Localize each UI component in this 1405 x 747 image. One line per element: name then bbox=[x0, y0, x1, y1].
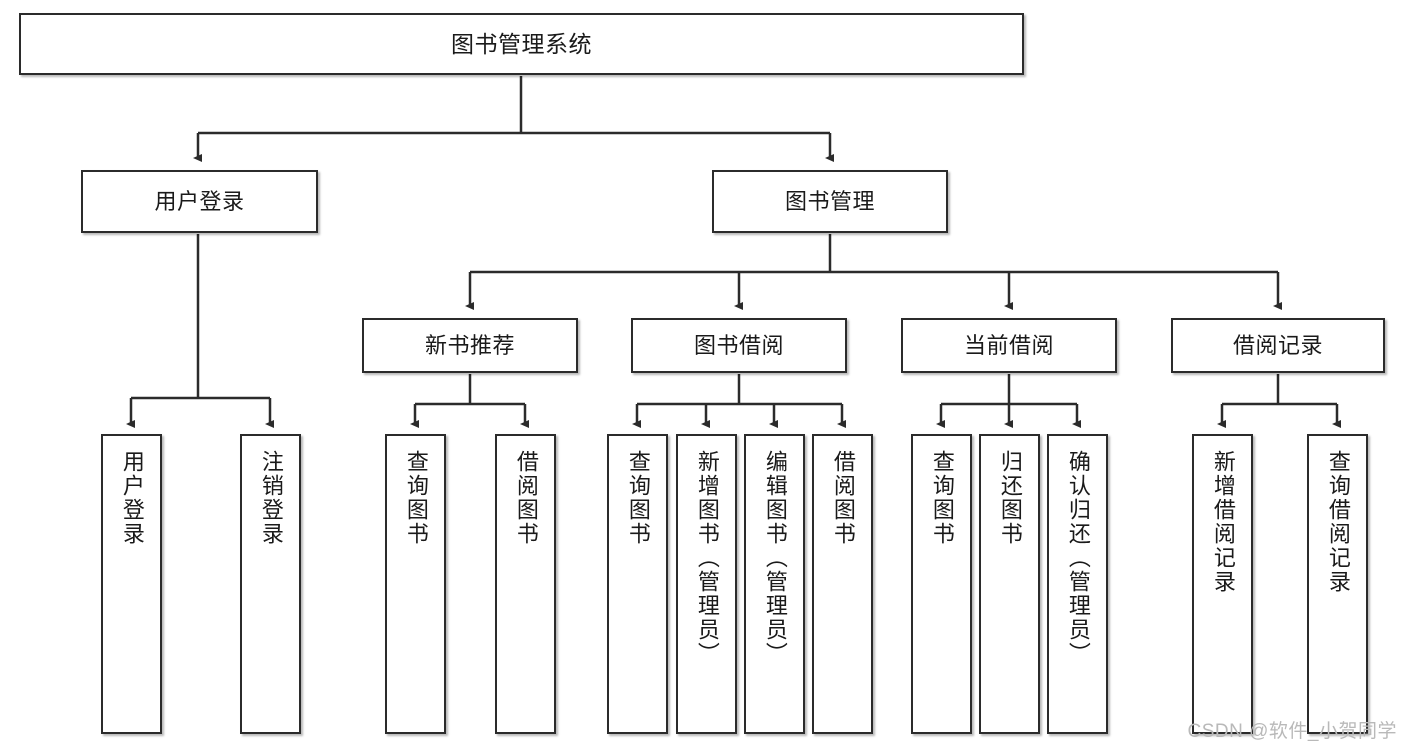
leaf-query-book-borrow[interactable]: 查询图书 bbox=[607, 434, 668, 734]
leaf-query-borrow-record[interactable]: 查询借阅记录 bbox=[1307, 434, 1368, 734]
leaf-confirm-return-admin[interactable]: 确认归还（管理员） bbox=[1047, 434, 1108, 734]
node-label: 编辑图书（管理员） bbox=[762, 450, 788, 666]
node-new-book-recommend[interactable]: 新书推荐 bbox=[362, 318, 578, 373]
node-book-borrow[interactable]: 图书借阅 bbox=[631, 318, 847, 373]
node-label: 图书管理 bbox=[784, 188, 875, 214]
node-label: 当前借阅 bbox=[963, 332, 1054, 358]
watermark-text: CSDN @软件_小贺同学 bbox=[1187, 721, 1397, 742]
node-label: 借阅图书 bbox=[513, 450, 539, 546]
leaf-query-book-recommend[interactable]: 查询图书 bbox=[385, 434, 446, 734]
node-current-borrow[interactable]: 当前借阅 bbox=[901, 318, 1117, 373]
node-label: 借阅图书 bbox=[830, 450, 856, 546]
leaf-add-book-admin[interactable]: 新增图书（管理员） bbox=[676, 434, 737, 734]
leaf-user-login[interactable]: 用户登录 bbox=[101, 434, 162, 734]
leaf-borrow-book-recommend[interactable]: 借阅图书 bbox=[495, 434, 556, 734]
leaf-user-logout[interactable]: 注销登录 bbox=[240, 434, 301, 734]
node-label: 用户登录 bbox=[154, 188, 245, 214]
node-label: 借阅记录 bbox=[1232, 332, 1323, 358]
node-label: 图书借阅 bbox=[693, 332, 784, 358]
node-root-book-management-system[interactable]: 图书管理系统 bbox=[19, 13, 1024, 75]
node-label: 图书管理系统 bbox=[451, 30, 592, 57]
node-label: 新书推荐 bbox=[424, 332, 515, 358]
node-label: 归还图书 bbox=[997, 450, 1023, 546]
node-label: 用户登录 bbox=[119, 450, 145, 546]
node-label: 查询图书 bbox=[929, 450, 955, 546]
leaf-add-borrow-record[interactable]: 新增借阅记录 bbox=[1192, 434, 1253, 734]
node-label: 查询图书 bbox=[625, 450, 651, 546]
node-label: 查询图书 bbox=[403, 450, 429, 546]
node-label: 新增借阅记录 bbox=[1210, 450, 1236, 594]
leaf-borrow-book[interactable]: 借阅图书 bbox=[812, 434, 873, 734]
node-label: 注销登录 bbox=[258, 450, 284, 546]
node-label: 确认归还（管理员） bbox=[1065, 450, 1091, 666]
node-label: 新增图书（管理员） bbox=[694, 450, 720, 666]
node-label: 查询借阅记录 bbox=[1325, 450, 1351, 594]
node-book-management[interactable]: 图书管理 bbox=[712, 170, 948, 233]
node-borrow-record[interactable]: 借阅记录 bbox=[1171, 318, 1385, 373]
leaf-return-book[interactable]: 归还图书 bbox=[979, 434, 1040, 734]
leaf-query-book-current[interactable]: 查询图书 bbox=[911, 434, 972, 734]
node-user-login[interactable]: 用户登录 bbox=[81, 170, 318, 233]
leaf-edit-book-admin[interactable]: 编辑图书（管理员） bbox=[744, 434, 805, 734]
